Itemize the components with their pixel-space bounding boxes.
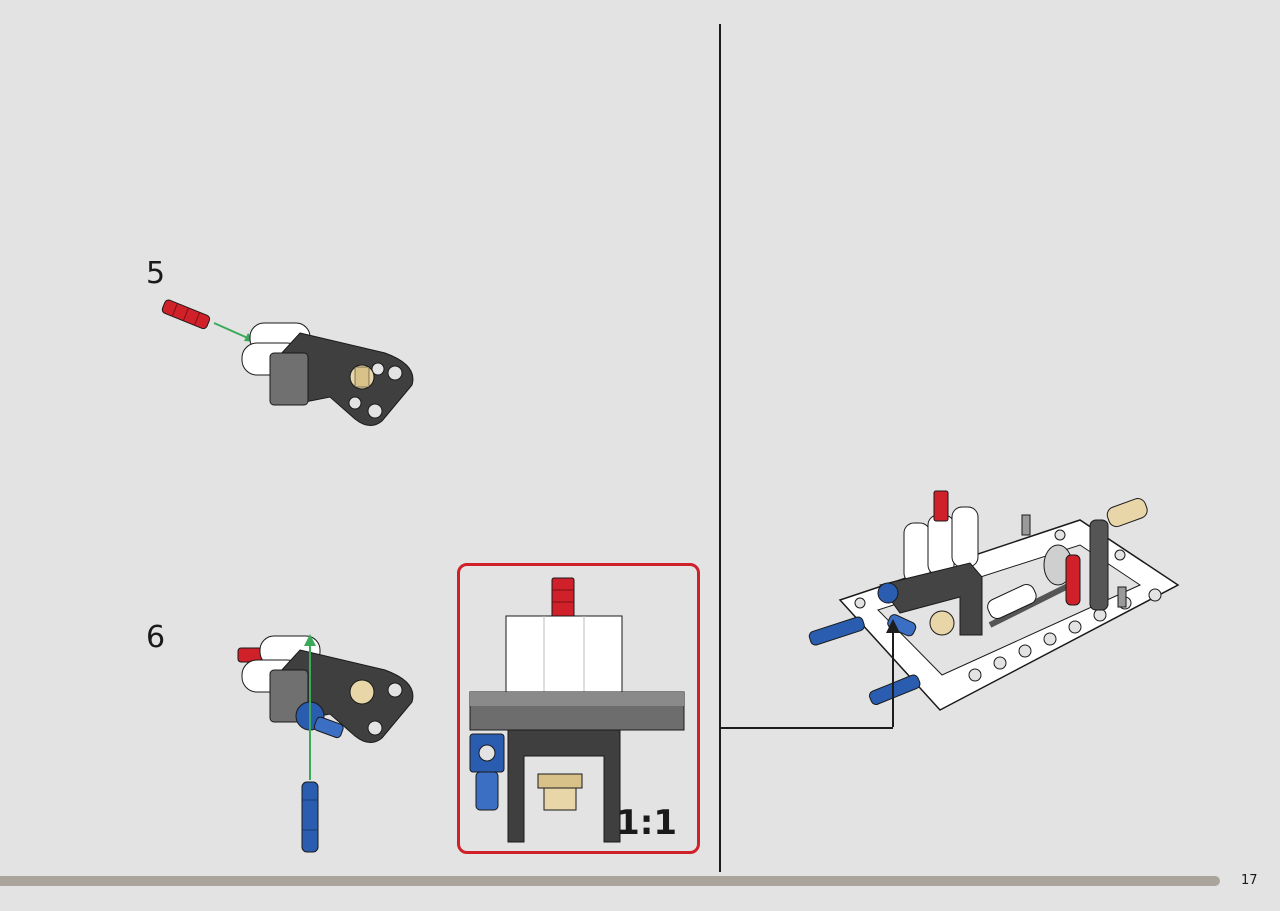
page-column-divider <box>719 24 721 872</box>
assembly-illustration <box>808 490 1180 727</box>
red-pin-part <box>161 299 211 330</box>
footer-progress-bar <box>0 876 1220 886</box>
step-number-5: 5 <box>146 256 166 291</box>
callout-leader-line <box>721 727 893 729</box>
scale-callout-illustration <box>469 577 685 843</box>
page-number: 17 <box>1241 873 1258 888</box>
scale-callout-frame: 1:1 <box>457 563 700 854</box>
step-number-6: 6 <box>146 620 166 655</box>
step6-illustration <box>237 634 414 853</box>
step5-illustration <box>161 299 414 426</box>
insert-arrow <box>213 322 251 340</box>
scale-label: 1:1 <box>616 803 677 843</box>
